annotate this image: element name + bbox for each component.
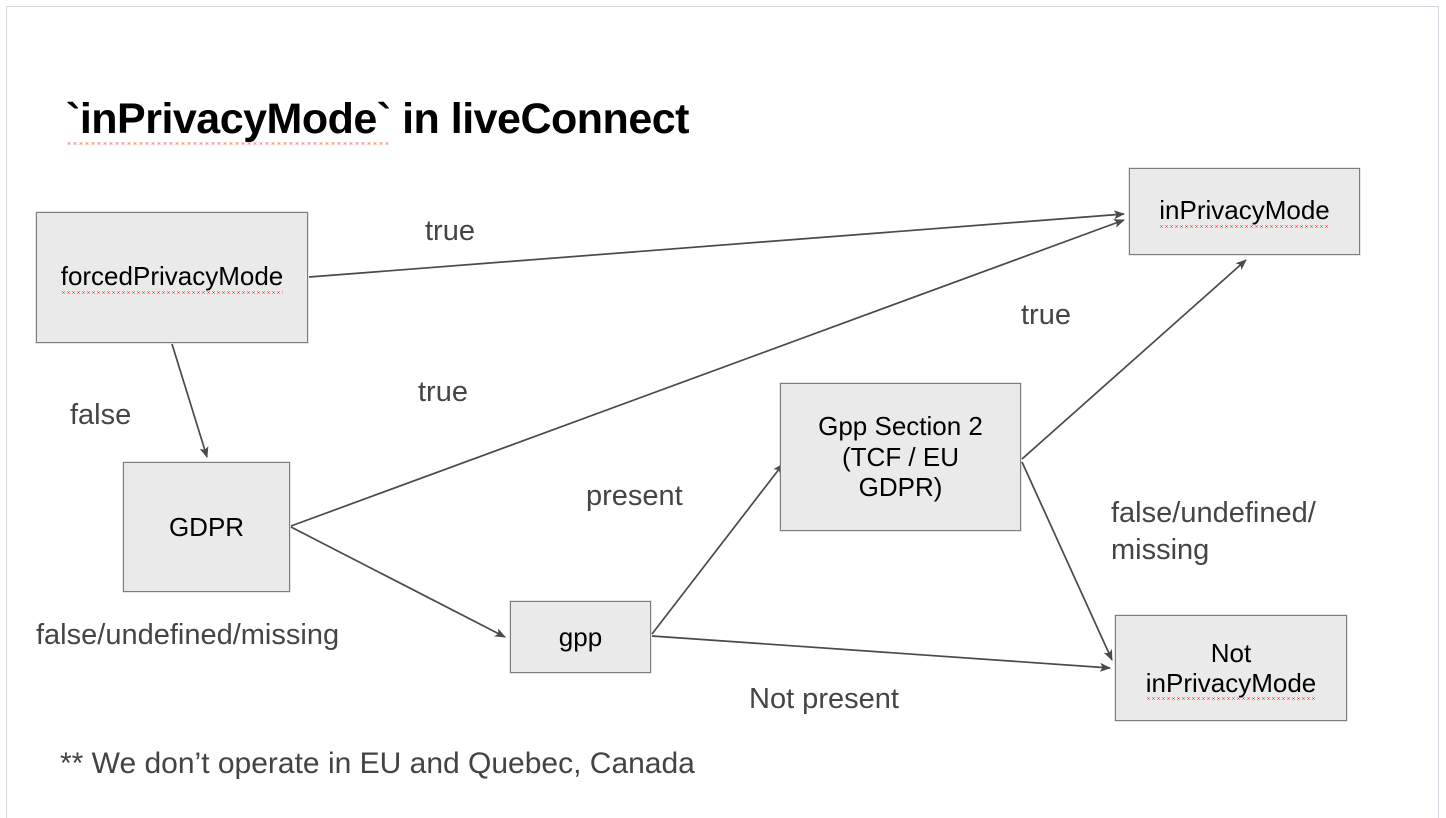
edge-label-gdpr-to-inprivacy: true bbox=[418, 376, 468, 408]
node-gpp-section-2[interactable]: Gpp Section 2 (TCF / EU GDPR) bbox=[780, 383, 1021, 531]
edge-section2-to-inprivacy bbox=[1021, 259, 1247, 460]
node-label-gpp-section-2-line3: GDPR) bbox=[858, 472, 943, 503]
node-label-gpp: gpp bbox=[558, 621, 603, 652]
node-gpp[interactable]: gpp bbox=[510, 601, 651, 673]
page-title: `inPrivacyMode` in liveConnect bbox=[66, 95, 689, 144]
node-forced-privacy-mode[interactable]: forcedPrivacyMode bbox=[36, 212, 308, 343]
edge-label-section2-to-notinprivacy-line2: missing bbox=[1111, 534, 1210, 567]
node-label-gpp-section-2-line1: Gpp Section 2 bbox=[818, 411, 983, 442]
edge-label-section2-to-notinprivacy-line1: false/undefined/ bbox=[1111, 497, 1316, 529]
node-label-gpp-section-2: Gpp Section 2 (TCF / EU GDPR) bbox=[818, 411, 983, 502]
edge-gpp-to-notinprivacy bbox=[651, 635, 1111, 672]
node-label-gpp-section-2-line2: (TCF / EU bbox=[842, 441, 959, 472]
node-gdpr[interactable]: GDPR bbox=[123, 462, 290, 592]
edge-label-forced-to-inprivacy: true bbox=[425, 215, 475, 247]
edge-forced-to-gdpr bbox=[171, 343, 209, 458]
edge-label-section2-to-notinprivacy: false/undefined/missing bbox=[1111, 495, 1316, 569]
title-code-token: `inPrivacyMode` bbox=[66, 95, 391, 143]
node-label-in-privacy-mode: inPrivacyMode bbox=[1159, 195, 1330, 227]
edge-label-forced-to-gdpr: false bbox=[70, 399, 132, 431]
edge-gpp-to-section2 bbox=[651, 463, 784, 635]
edge-section2-to-notinprivacy bbox=[1021, 461, 1113, 661]
edge-label-gpp-to-section2: present bbox=[586, 480, 683, 512]
edge-gdpr-to-inprivacy bbox=[290, 219, 1125, 527]
footnote-text: ** We don’t operate in EU and Quebec, Ca… bbox=[60, 747, 695, 780]
edge-gdpr-to-gpp bbox=[290, 526, 506, 638]
node-label-forced-privacy-mode: forcedPrivacyMode bbox=[60, 261, 284, 293]
edge-label-section2-to-inprivacy: true bbox=[1021, 299, 1071, 331]
node-label-not-in-privacy-mode-line2: inPrivacyMode bbox=[1145, 668, 1317, 698]
edge-label-gpp-to-notinprivacy: Not present bbox=[749, 683, 899, 715]
node-in-privacy-mode[interactable]: inPrivacyMode bbox=[1129, 168, 1360, 255]
node-label-not-in-privacy-mode: Not inPrivacyMode bbox=[1145, 637, 1317, 699]
edge-forced-to-inprivacy bbox=[308, 210, 1125, 278]
node-label-not-in-privacy-mode-line1: Not bbox=[1210, 637, 1252, 668]
edge-label-gdpr-to-gpp: false/undefined/missing bbox=[36, 619, 340, 651]
node-label-gdpr: GDPR bbox=[168, 511, 245, 542]
title-rest: in liveConnect bbox=[390, 95, 689, 143]
node-not-in-privacy-mode[interactable]: Not inPrivacyMode bbox=[1115, 615, 1347, 721]
